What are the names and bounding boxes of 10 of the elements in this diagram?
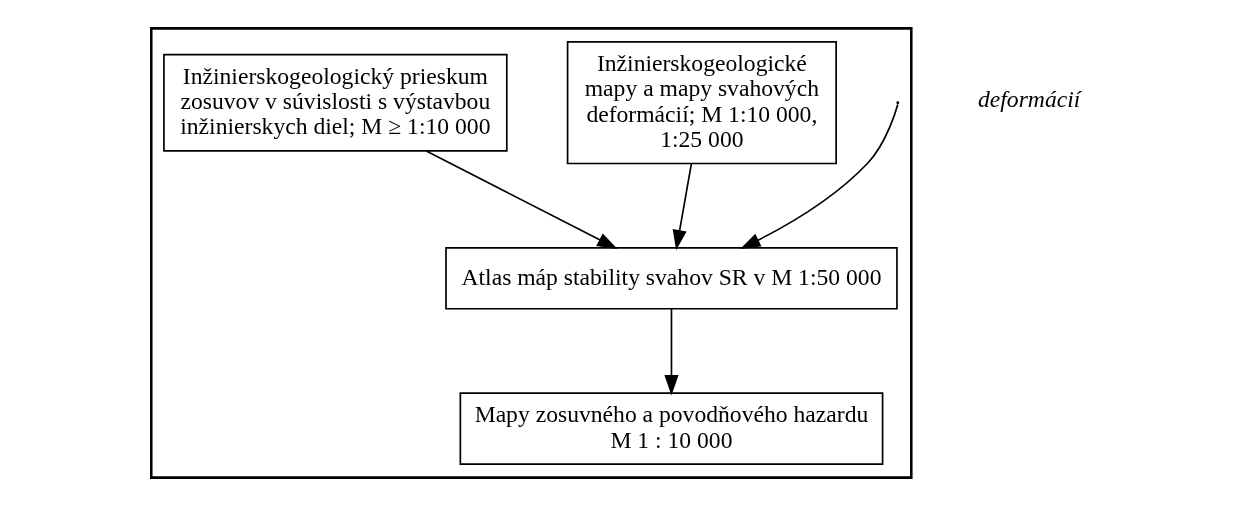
- arrow: [740, 103, 899, 249]
- cluster: [150, 27, 913, 479]
- label: deformácií: [978, 86, 1081, 113]
- node-box: Atlas máp stability svahov SR v M 1:50 000: [445, 247, 898, 310]
- arrow: [672, 162, 693, 251]
- node-box: Mapy zosuvného a povodňového hazardu M 1 : 10 000: [459, 392, 884, 465]
- node-box: Inžinierskogeologický prieskum zosuvov v súvislosti s výstavbou inžinierskych diel; M ≥ 1:10 000: [163, 53, 508, 152]
- arrow: [425, 150, 618, 249]
- node-box: Inžinierskogeologické mapy a mapy svahových deformácií; M 1:10 000, 1:25 000: [566, 41, 837, 165]
- arrow: [664, 308, 679, 396]
